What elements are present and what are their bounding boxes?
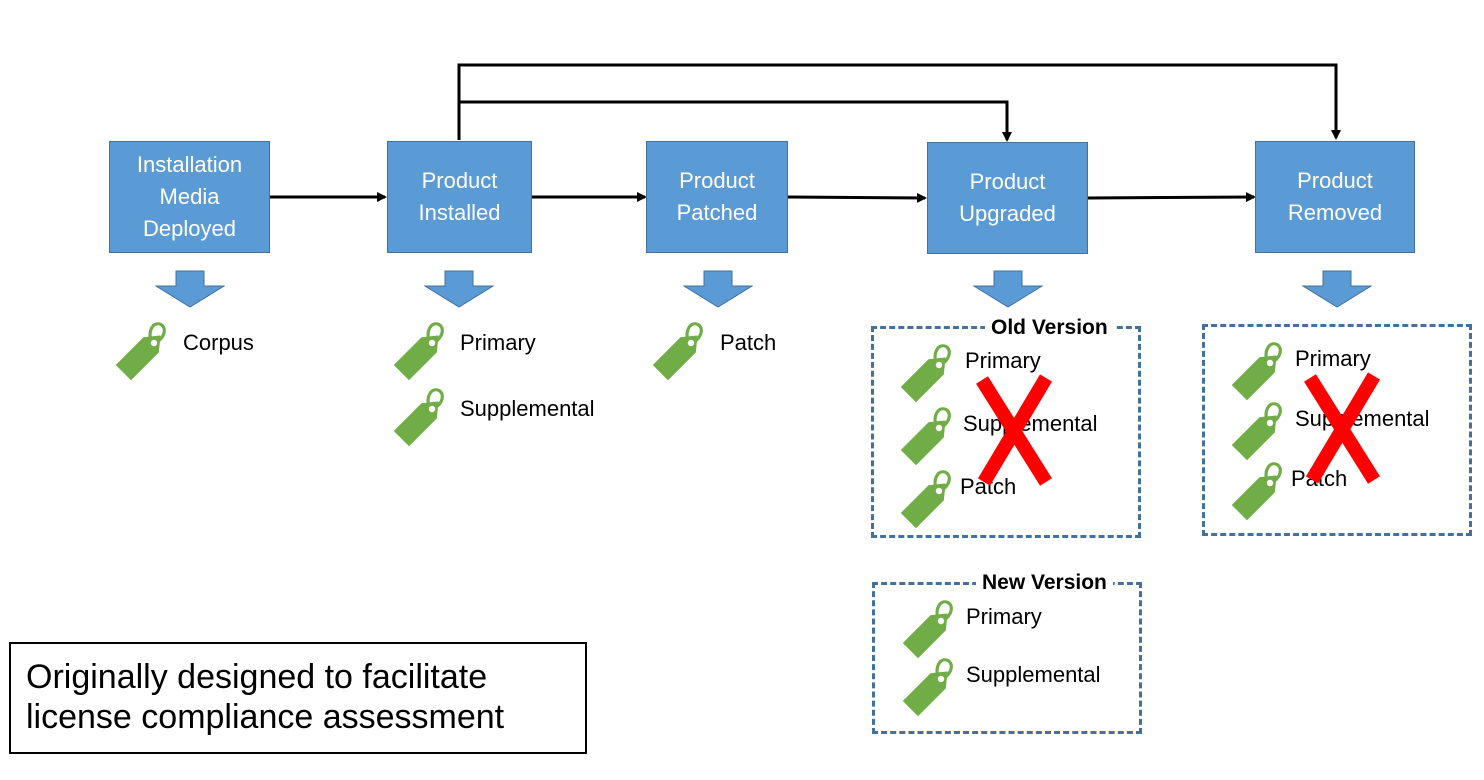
stage-label: Product Upgraded: [959, 169, 1056, 226]
stage-label: Product Installed: [418, 168, 501, 225]
removed-x-icon: [1304, 372, 1381, 484]
removed-x-icon: [976, 374, 1053, 486]
tag-label: Corpus: [183, 330, 254, 355]
tag-icon: [112, 322, 166, 384]
tag-icon: [899, 600, 953, 662]
tag-icon: [390, 388, 444, 450]
arrow-upgraded-to-removed: [1087, 192, 1256, 203]
down-arrow-icon: [424, 270, 494, 308]
down-arrow-icon: [1302, 270, 1372, 308]
tag-label: Primary: [1295, 346, 1371, 371]
tag-icon: [1228, 402, 1282, 464]
note-box: Originally designed to facilitate licens…: [9, 642, 587, 754]
tag-label: Supplemental: [1295, 406, 1430, 431]
tag-icon: [390, 322, 444, 384]
tag-label: Supplemental: [460, 396, 595, 421]
tag-icon: [899, 658, 953, 720]
stage-label: Installation Media Deployed: [136, 152, 243, 241]
stage-label: Product Patched: [676, 168, 758, 225]
tag-label: Primary: [460, 330, 536, 355]
arrow-installed-to-upgraded: [459, 100, 1012, 142]
removed-tags-group: [1202, 324, 1472, 536]
tag-icon: [1228, 462, 1282, 524]
stage-label: Product Removed: [1287, 168, 1383, 225]
stage-product-removed: Product Removed: [1255, 141, 1415, 253]
arrow-patched-to-upgraded: [787, 192, 927, 203]
tag-icon: [649, 322, 703, 384]
stage-product-installed: Product Installed: [387, 141, 532, 253]
tag-label: Primary: [966, 604, 1042, 629]
tag-label: Primary: [965, 348, 1041, 373]
tag-icon: [897, 470, 951, 532]
stage-installation-media-deployed: Installation Media Deployed: [109, 141, 270, 253]
down-arrow-icon: [973, 270, 1043, 308]
new-version-title: New Version: [976, 570, 1113, 596]
tag-icon: [1228, 342, 1282, 404]
down-arrow-icon: [155, 270, 225, 308]
tag-label: Supplemental: [966, 662, 1101, 687]
tag-label: Patch: [720, 330, 777, 355]
stage-product-upgraded: Product Upgraded: [927, 142, 1088, 254]
down-arrow-icon: [683, 270, 753, 308]
tag-icon: [897, 407, 951, 469]
tag-icon: [897, 344, 951, 406]
old-version-title: Old Version: [985, 315, 1114, 341]
stage-product-patched: Product Patched: [646, 141, 788, 253]
